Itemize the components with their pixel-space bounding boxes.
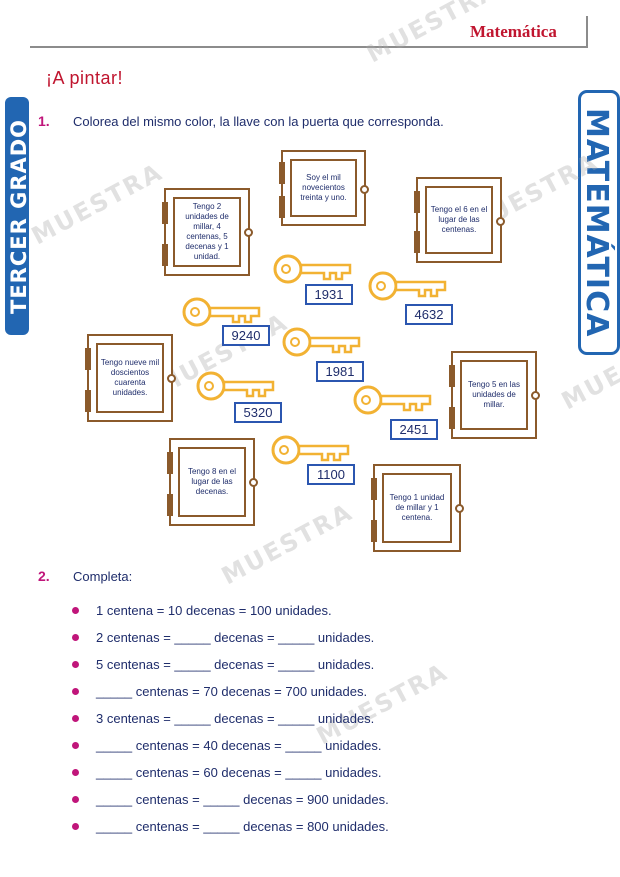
subject-title: Matemática [470, 22, 557, 41]
bullet-icon [72, 715, 79, 722]
completion-text: 3 centenas = _____ decenas = _____ unida… [96, 711, 375, 726]
door-hinge [167, 494, 173, 516]
bullet-icon [72, 769, 79, 776]
completion-text: _____ centenas = 70 decenas = 700 unidad… [96, 684, 368, 699]
list-item[interactable]: _____ centenas = _____ decenas = 900 uni… [72, 792, 389, 807]
question-2-number: 2. [38, 568, 50, 584]
key-number: 2451 [390, 419, 438, 440]
completion-text: 1 centena = 10 decenas = 100 unidades. [96, 603, 332, 618]
door-knob [455, 504, 464, 513]
completion-text: _____ centenas = 40 decenas = _____ unid… [96, 738, 382, 753]
door-hinge [449, 407, 455, 429]
list-item[interactable]: _____ centenas = 70 decenas = 700 unidad… [72, 684, 367, 699]
door-knob [249, 478, 258, 487]
question-1-text: Colorea del mismo color, la llave con la… [73, 114, 444, 129]
page-title: ¡A pintar! [46, 68, 124, 88]
door-knob [360, 185, 369, 194]
door-knob [244, 228, 253, 237]
subject-side-tab: MATEMÁTICA [578, 90, 620, 355]
key-icon[interactable] [352, 380, 436, 420]
key-number: 5320 [234, 402, 282, 423]
door-2451[interactable]: Tengo 2 unidades de millar, 4 centenas, … [162, 188, 253, 276]
key-number: 1100 [307, 464, 355, 485]
door-text: Tengo nueve mil doscientos cuarenta unid… [96, 343, 164, 413]
list-item[interactable]: _____ centenas = _____ decenas = 800 uni… [72, 819, 389, 834]
door-hinge [167, 452, 173, 474]
key-number: 1981 [316, 361, 364, 382]
key-icon[interactable] [181, 292, 265, 332]
door-hinge [449, 365, 455, 387]
door-4632[interactable]: Tengo el 6 en el lugar de las centenas. [414, 177, 505, 263]
door-text: Tengo 2 unidades de millar, 4 centenas, … [173, 197, 241, 267]
bullet-icon [72, 742, 79, 749]
grade-side-tab: TERCER GRADO [5, 97, 31, 335]
door-5320[interactable]: Tengo 5 en las unidades de millar. [449, 351, 540, 439]
door-knob [167, 374, 176, 383]
door-hinge [279, 196, 285, 218]
door-text: Tengo 1 unidad de millar y 1 centena. [382, 473, 452, 543]
completion-text: 5 centenas = _____ decenas = _____ unida… [96, 657, 375, 672]
door-text: Soy el mil novecientos treinta y uno. [290, 159, 357, 217]
door-text: Tengo 5 en las unidades de millar. [460, 360, 528, 430]
list-item[interactable]: 3 centenas = _____ decenas = _____ unida… [72, 711, 374, 726]
list-item[interactable]: _____ centenas = 60 decenas = _____ unid… [72, 765, 382, 780]
list-item: 1 centena = 10 decenas = 100 unidades. [72, 603, 332, 618]
bullet-icon [72, 823, 79, 830]
door-hinge [279, 162, 285, 184]
key-icon[interactable] [270, 430, 354, 470]
door-hinge [371, 520, 377, 542]
completion-text: _____ centenas = 60 decenas = _____ unid… [96, 765, 382, 780]
door-9240[interactable]: Tengo nueve mil doscientos cuarenta unid… [85, 334, 176, 422]
key-icon[interactable] [367, 266, 451, 306]
door-text: Tengo el 6 en el lugar de las centenas. [425, 186, 493, 254]
door-hinge [162, 244, 168, 266]
key-icon[interactable] [281, 322, 365, 362]
key-icon[interactable] [195, 366, 279, 406]
door-hinge [371, 478, 377, 500]
bullet-icon [72, 688, 79, 695]
header-divider [30, 46, 586, 48]
key-number: 4632 [405, 304, 453, 325]
bullet-icon [72, 607, 79, 614]
question-1-number: 1. [38, 113, 50, 129]
door-hinge [85, 390, 91, 412]
watermark: MUESTRA [26, 157, 168, 251]
door-1981[interactable]: Tengo 8 en el lugar de las decenas. [167, 438, 258, 526]
door-knob [496, 217, 505, 226]
door-hinge [414, 231, 420, 253]
door-1931[interactable]: Soy el mil novecientos treinta y uno. [279, 150, 369, 226]
header-divider-vertical [586, 16, 588, 48]
list-item[interactable]: 2 centenas = _____ decenas = _____ unida… [72, 630, 374, 645]
completion-text: _____ centenas = _____ decenas = 800 uni… [96, 819, 389, 834]
bullet-icon [72, 634, 79, 641]
bullet-icon [72, 661, 79, 668]
question-2-text: Completa: [73, 569, 133, 584]
key-number: 9240 [222, 325, 270, 346]
list-item[interactable]: 5 centenas = _____ decenas = _____ unida… [72, 657, 374, 672]
completion-text: _____ centenas = _____ decenas = 900 uni… [96, 792, 389, 807]
door-text: Tengo 8 en el lugar de las decenas. [178, 447, 246, 517]
bullet-icon [72, 796, 79, 803]
door-1100[interactable]: Tengo 1 unidad de millar y 1 centena. [371, 464, 464, 552]
door-hinge [162, 202, 168, 224]
door-hinge [85, 348, 91, 370]
completion-text: 2 centenas = _____ decenas = _____ unida… [96, 630, 375, 645]
door-hinge [414, 191, 420, 213]
list-item[interactable]: _____ centenas = 40 decenas = _____ unid… [72, 738, 382, 753]
key-icon[interactable] [272, 249, 356, 289]
door-knob [531, 391, 540, 400]
key-number: 1931 [305, 284, 353, 305]
